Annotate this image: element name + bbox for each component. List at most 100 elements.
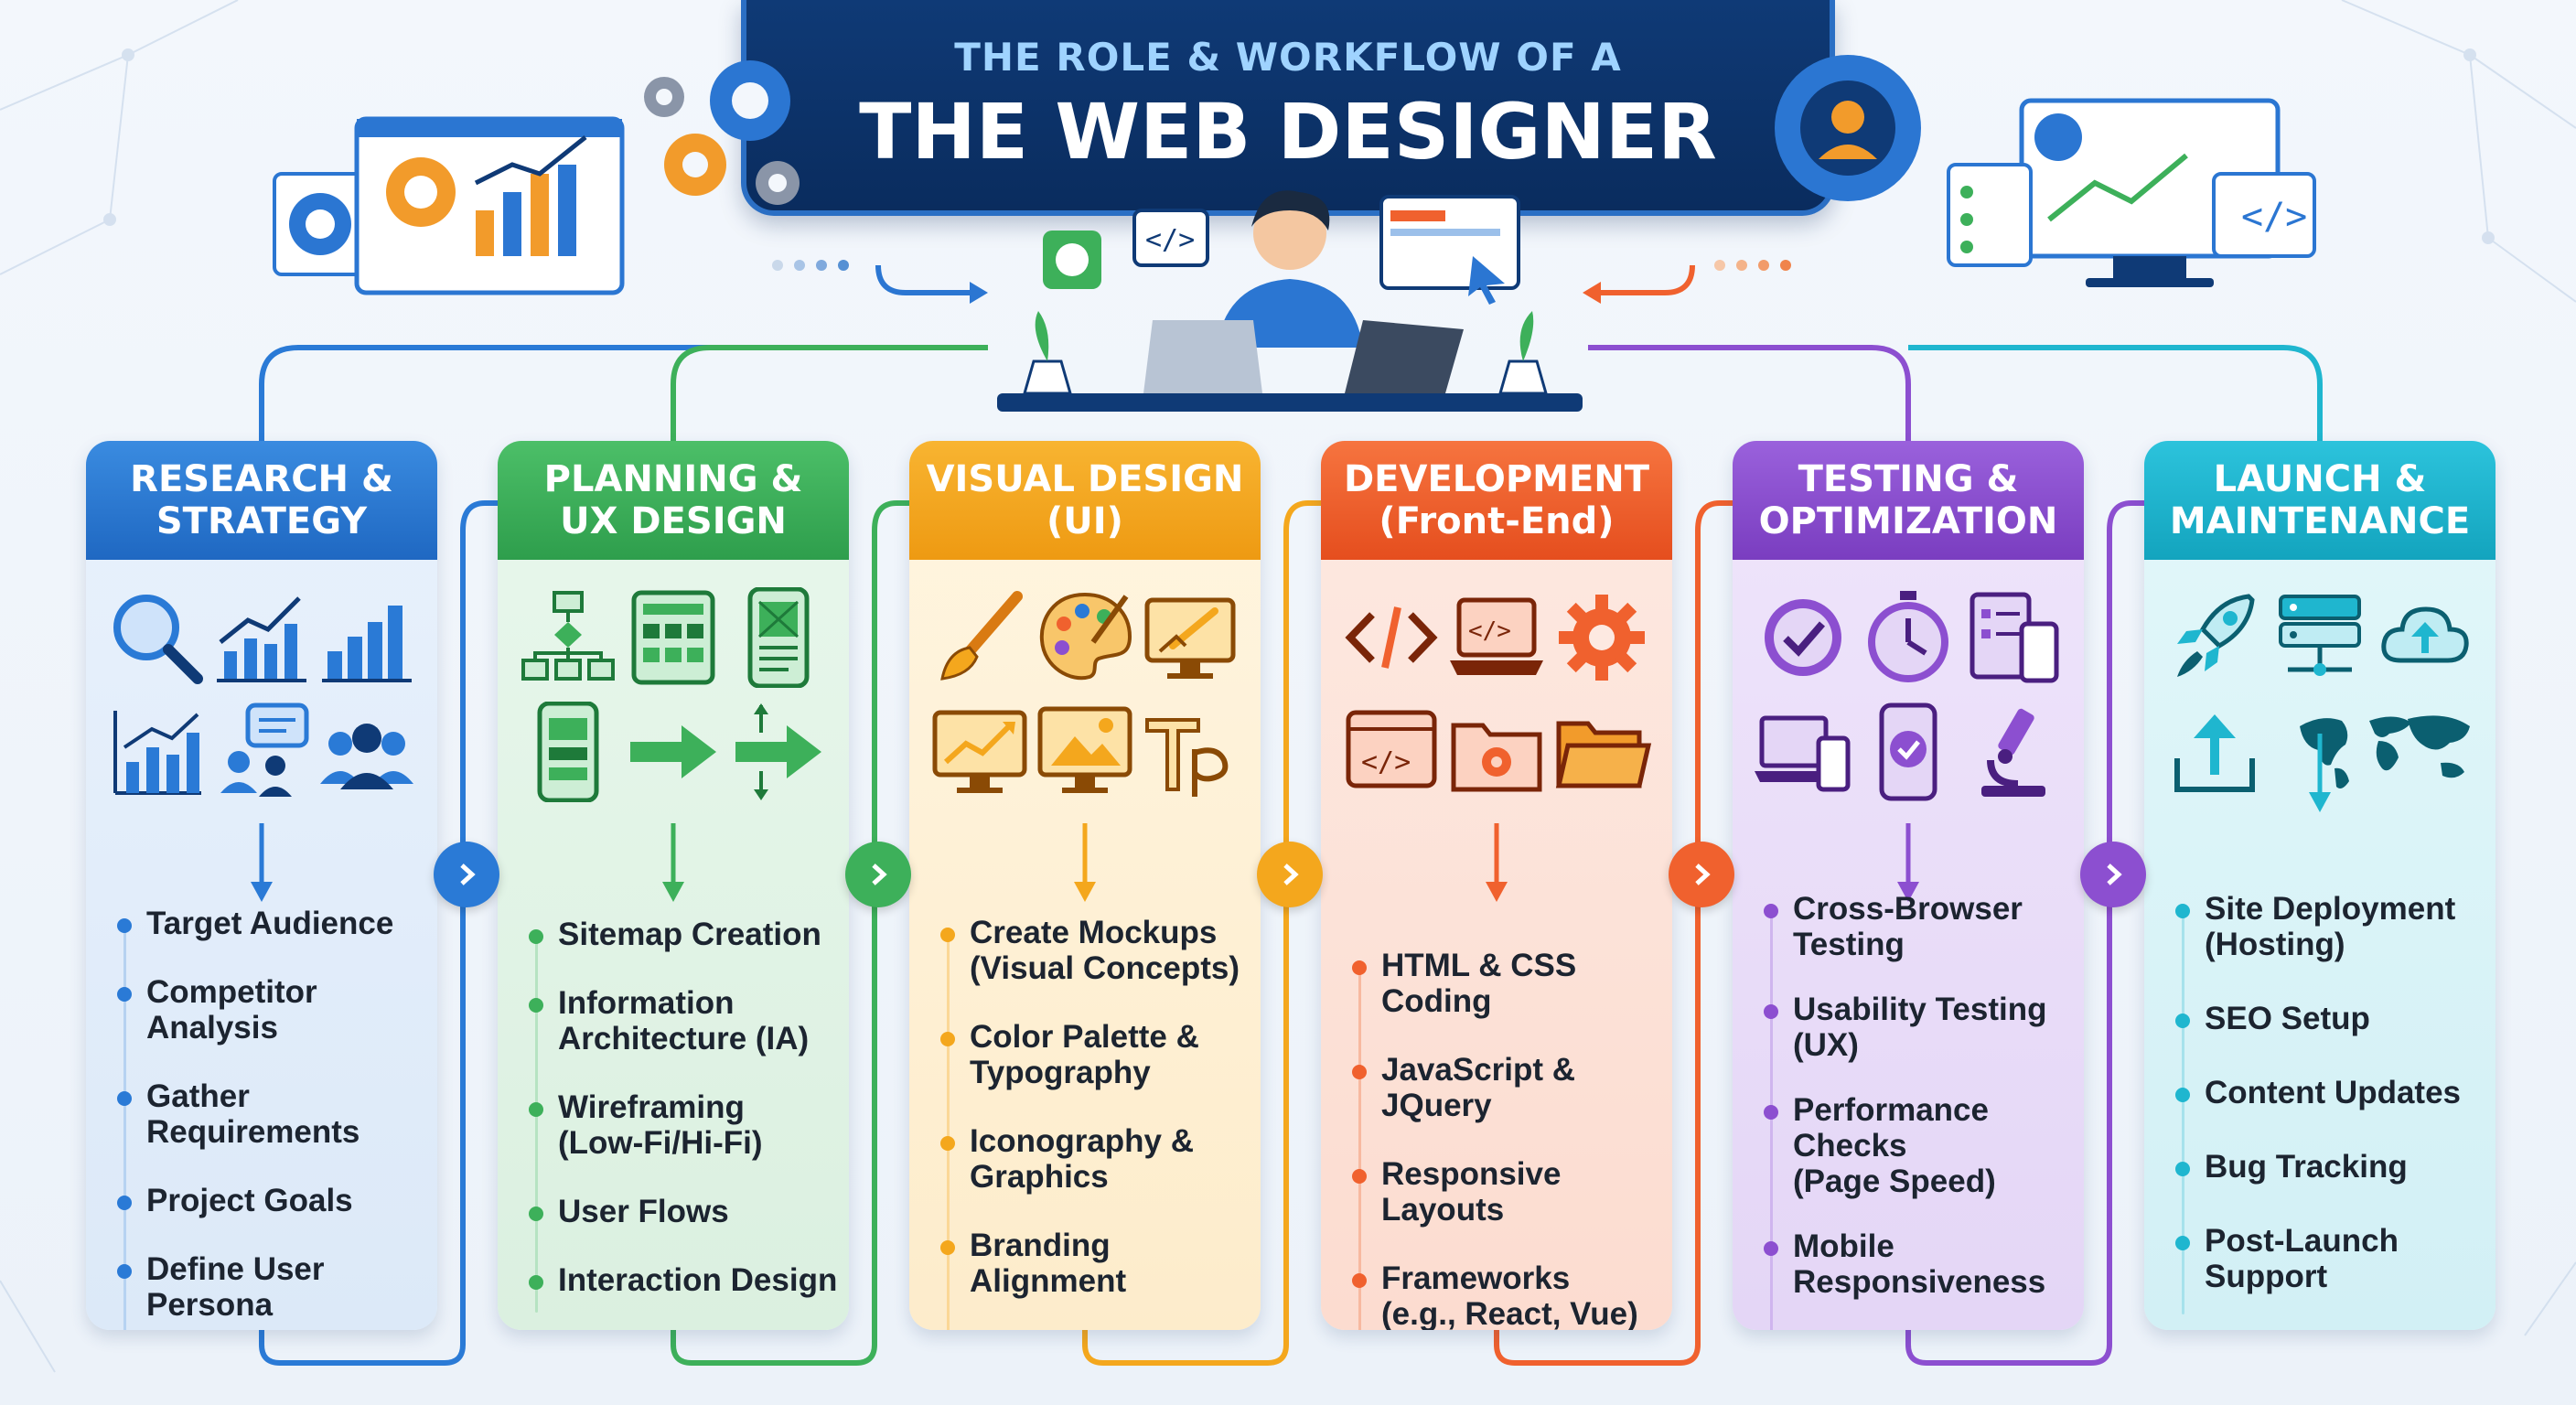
task-label: Frameworks (e.g., React, Vue)	[1381, 1260, 1638, 1330]
task-item: Target Audience	[117, 906, 430, 941]
down-arrow-icon	[1897, 823, 1919, 902]
bullet-dot	[1352, 1273, 1367, 1288]
phone-check-icon	[1879, 702, 1937, 801]
bullet-dot	[940, 1032, 955, 1046]
task-label: Define User Persona	[146, 1251, 325, 1323]
task-item: SEO Setup	[2175, 1001, 2488, 1036]
down-arrow-icon	[1074, 823, 1096, 902]
gears-icon	[644, 60, 800, 205]
column-title-line-2: (Front-End)	[1379, 500, 1615, 542]
chat-users-icon	[220, 702, 309, 797]
web-designer-illustration: </>	[997, 190, 1583, 412]
task-item: Iconography & Graphics	[940, 1123, 1253, 1195]
bullet-dot	[1764, 1241, 1778, 1256]
svg-text:</>: </>	[1361, 746, 1411, 778]
task-item: Bug Fixing	[1764, 1329, 2077, 1330]
column-title: LAUNCH &MAINTENANCE	[2144, 441, 2496, 560]
bar-chart-icon	[322, 606, 412, 682]
devices-illustration: </>	[1947, 98, 2316, 287]
task-label: Target Audience	[146, 906, 394, 941]
column-visual-design: VISUAL DESIGN(UI) Create Mockups (Visual…	[909, 441, 1261, 1330]
mobile-wireframe-icon	[747, 587, 810, 688]
task-item: Sitemap Creation	[529, 917, 842, 952]
task-item: Cross-Browser Testing	[1764, 891, 2077, 962]
bullet-dot	[940, 1136, 955, 1151]
task-label: Gather Requirements	[146, 1078, 360, 1150]
checklist-devices-icon	[1970, 592, 2059, 683]
task-item: Wireframing (Low-Fi/Hi-Fi)	[529, 1089, 842, 1161]
next-step-chevron	[1669, 842, 1734, 907]
task-label: Performance Checks (Page Speed)	[1793, 1092, 1996, 1199]
left-arrow-connector	[772, 260, 988, 304]
settings-folder-icon	[1451, 723, 1542, 792]
subtitle: THE ROLE & WORKFLOW OF A	[954, 35, 1622, 80]
next-step-chevron	[1257, 842, 1323, 907]
task-item: Competitor Analysis	[117, 974, 430, 1046]
task-list: Create Mockups (Visual Concepts)Color Pa…	[909, 915, 1261, 1330]
bullet-dot	[117, 987, 132, 1002]
task-label: Competitor Analysis	[146, 974, 317, 1046]
column-testing-optimization: TESTING &OPTIMIZATION Cross-Browser Test…	[1733, 441, 2084, 1330]
bullet-dot	[117, 1091, 132, 1106]
bullet-dot	[2175, 1162, 2190, 1176]
svg-text:</>: </>	[1145, 224, 1195, 256]
stopwatch-icon	[1868, 591, 1948, 682]
checkmark-icon	[1765, 599, 1841, 676]
column-title: DEVELOPMENT(Front-End)	[1321, 441, 1672, 560]
column-title: PLANNING &UX DESIGN	[498, 441, 849, 560]
task-label: Wireframing (Low-Fi/Hi-Fi)	[558, 1089, 763, 1161]
task-item: Project Goals	[117, 1183, 430, 1218]
server-icon	[2279, 595, 2361, 676]
column-title: RESEARCH &STRATEGY	[86, 441, 437, 560]
task-item: Information Architecture (IA)	[529, 985, 842, 1056]
main-title: THE WEB DESIGNER	[859, 87, 1717, 177]
task-label: Content Updates	[2205, 1075, 2461, 1110]
column-development: DEVELOPMENT(Front-End) </> </> HTML & CS…	[1321, 441, 1672, 1330]
flowchart-icon	[521, 591, 615, 681]
down-arrow-icon	[251, 823, 273, 902]
folder-icon	[1555, 721, 1652, 788]
icon-grid	[498, 587, 849, 816]
bullet-dot	[1352, 1169, 1367, 1184]
column-title-line-2: STRATEGY	[156, 500, 368, 542]
design-monitor-icon	[1144, 597, 1236, 679]
sitemap-icon	[631, 590, 715, 685]
code-tag-icon	[1345, 606, 1438, 669]
task-label: Iconography & Graphics	[970, 1123, 1195, 1195]
bullet-dot	[1764, 904, 1778, 918]
icon-grid	[86, 587, 437, 816]
task-item: Responsive Layouts	[1352, 1156, 1665, 1228]
column-title-line-2: UX DESIGN	[560, 500, 787, 542]
task-label: Bug Tracking	[2205, 1149, 2408, 1185]
task-item: Content Updates	[2175, 1075, 2488, 1110]
task-item: Define User Persona	[117, 1251, 430, 1323]
task-item: Color Palette & Typography	[940, 1019, 1253, 1090]
task-label: Site Deployment (Hosting)	[2205, 891, 2456, 962]
task-label: User Flows	[558, 1194, 729, 1229]
bullet-dot	[940, 928, 955, 942]
microscope-icon	[1981, 708, 2045, 797]
task-label: Sitemap Creation	[558, 917, 821, 952]
title-banner: THE ROLE & WORKFLOW OF A THE WEB DESIGNE…	[741, 0, 1835, 216]
palette-icon	[1039, 592, 1132, 681]
task-label: Usability Testing (UX)	[1793, 992, 2047, 1063]
bullet-dot	[1764, 1105, 1778, 1120]
column-title-line-1: DEVELOPMENT	[1343, 458, 1650, 500]
rocket-icon	[2177, 594, 2255, 677]
column-title-line-1: TESTING &	[1798, 458, 2019, 500]
bullet-dot	[1352, 1065, 1367, 1079]
task-item: Interaction Design	[529, 1262, 842, 1298]
column-title-line-2: OPTIMIZATION	[1758, 500, 2058, 542]
column-title-line-1: PLANNING &	[543, 458, 803, 500]
task-item: Gather Requirements	[117, 1078, 430, 1150]
next-step-chevron	[434, 842, 499, 907]
bullet-dot	[117, 1264, 132, 1279]
bullet-dot	[117, 918, 132, 933]
